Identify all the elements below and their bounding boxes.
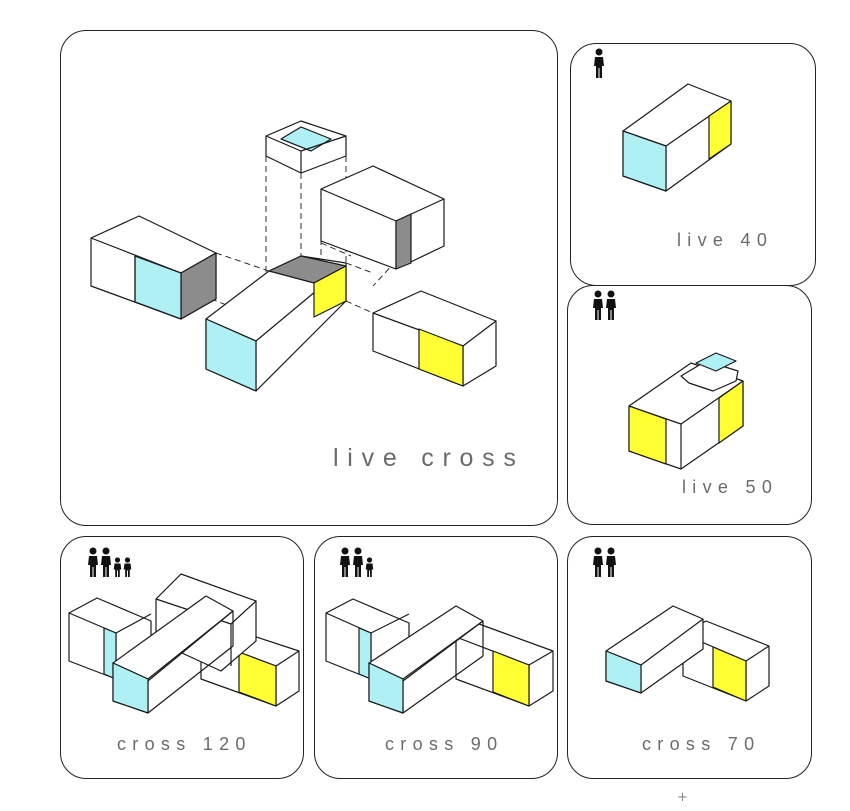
label-live-cross: live cross	[333, 444, 525, 472]
cross-120-diagram	[68, 573, 300, 714]
person-icon	[340, 547, 350, 577]
cross-90-diagram	[325, 598, 554, 714]
person-icon	[593, 547, 603, 577]
occupants-cross-120	[87, 547, 132, 577]
label-cross-70: cross 70	[642, 734, 761, 754]
person-icon	[606, 547, 616, 577]
label-cross-120: cross 120	[117, 734, 252, 754]
plus-mark: +	[677, 790, 688, 805]
person-icon	[606, 290, 616, 320]
occupants-cross-90	[339, 547, 374, 577]
child-icon	[113, 557, 122, 577]
panel-live-cross: live cross	[60, 30, 558, 526]
person-icon	[101, 547, 111, 577]
occupants-cross-70	[592, 547, 617, 577]
occupants-live-40	[593, 48, 605, 78]
panel-live-50: live 50	[567, 285, 812, 525]
panel-live-40: live 40	[570, 43, 816, 286]
live-40-diagram	[622, 83, 732, 192]
live-cross-exploded-diagram	[90, 120, 497, 392]
person-icon	[594, 48, 604, 78]
label-live-50: live 50	[682, 477, 779, 497]
label-cross-90: cross 90	[385, 734, 504, 754]
panel-cross-120: cross 120	[60, 536, 304, 779]
live-50-diagram	[628, 352, 744, 470]
panel-cross-90: cross 90	[314, 536, 558, 779]
label-live-40: live 40	[677, 230, 774, 250]
person-icon	[353, 547, 363, 577]
child-icon	[365, 557, 374, 577]
person-icon	[593, 290, 603, 320]
panel-cross-70: cross 70	[567, 536, 812, 779]
occupants-live-50	[592, 290, 617, 320]
child-icon	[123, 557, 132, 577]
person-icon	[88, 547, 98, 577]
cross-70-diagram	[605, 605, 770, 702]
